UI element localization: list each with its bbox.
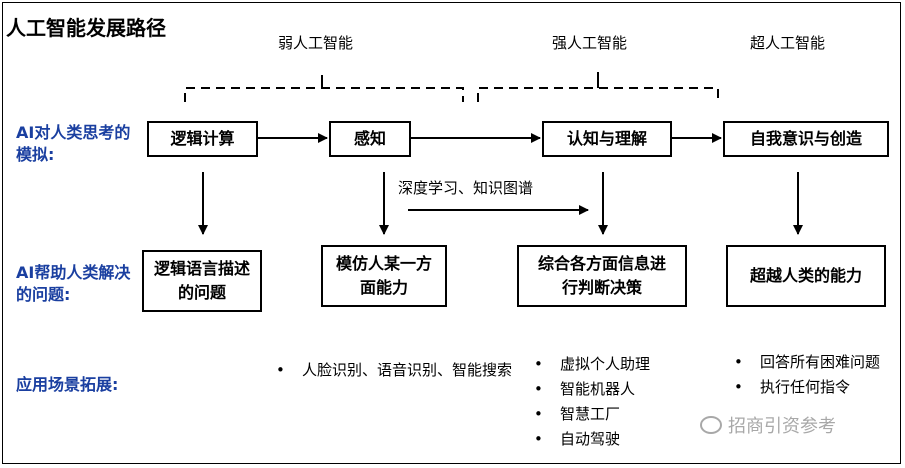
list-item: 智能机器人 (530, 377, 650, 402)
applications-strong: 虚拟个人助理 智能机器人 智慧工厂 自动驾驶 (530, 352, 650, 452)
wechat-icon (700, 416, 722, 434)
box-imitate-ability: 模仿人某一方面能力 (321, 245, 447, 307)
box-surpass-human: 超越人类的能力 (726, 245, 886, 307)
diagram-title: 人工智能发展路径 (6, 16, 166, 40)
strong-ai-bracket (477, 87, 719, 102)
box-comprehensive-decision: 综合各方面信息进行判断决策 (517, 245, 687, 307)
applications-super: 回答所有困难问题 执行任何指令 (730, 350, 890, 400)
stage-strong-ai: 强人工智能 (552, 34, 628, 52)
list-item: 人脸识别、语音识别、智能搜索 (272, 358, 512, 383)
stage-super-ai: 超人工智能 (750, 34, 826, 52)
list-item: 执行任何指令 (730, 375, 890, 400)
row-label-simulation: AI对人类思考的模拟: (16, 123, 131, 164)
stage-weak-ai: 弱人工智能 (278, 34, 354, 52)
deep-learning-label: 深度学习、知识图谱 (398, 179, 534, 197)
watermark: 招商引资参考 (700, 412, 836, 438)
box-logic-language: 逻辑语言描述的问题 (142, 250, 262, 312)
box-self-awareness: 自我意识与创造 (723, 121, 889, 157)
row-label-problems: AI帮助人类解决的问题: (16, 263, 131, 304)
list-item: 回答所有困难问题 (730, 350, 890, 375)
box-logic-computation: 逻辑计算 (147, 121, 258, 157)
watermark-text: 招商引资参考 (728, 416, 836, 437)
list-item: 虚拟个人助理 (530, 352, 650, 377)
applications-weak: 人脸识别、语音识别、智能搜索 (272, 358, 512, 383)
weak-ai-bracket (184, 87, 464, 102)
box-perception: 感知 (329, 121, 411, 157)
list-item: 自动驾驶 (530, 427, 650, 452)
row-label-applications: 应用场景拓展: (16, 375, 119, 394)
box-cognition: 认知与理解 (542, 121, 672, 157)
list-item: 智慧工厂 (530, 402, 650, 427)
